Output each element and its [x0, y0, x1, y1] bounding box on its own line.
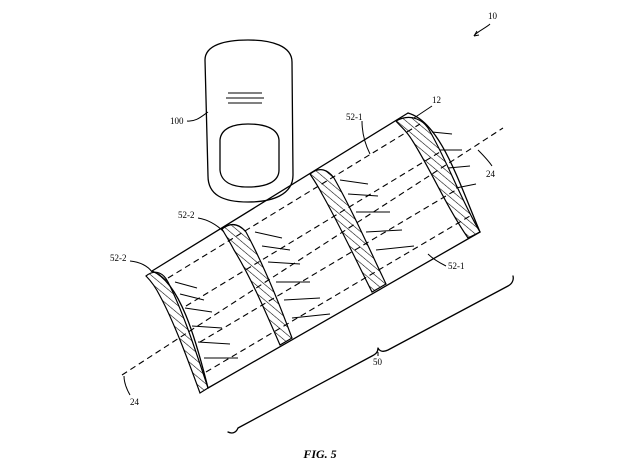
- inner-dashed-lines: [167, 123, 471, 373]
- hatched-band-left-end: [145, 271, 209, 394]
- surface-strokes: [174, 131, 477, 359]
- ref-band-52-1-right: 52-1: [448, 261, 465, 271]
- figure-caption: FIG. 5: [302, 447, 336, 461]
- hatched-band-3: [221, 223, 293, 346]
- finger: [204, 39, 294, 203]
- ref-band-52-1-top: 52-1: [346, 112, 363, 122]
- length-bracket: [227, 275, 514, 434]
- ref-finger-100: 100: [170, 116, 184, 126]
- leader-lines: [123, 23, 493, 396]
- ref-axis-24-top: 24: [486, 169, 496, 179]
- hatched-band-2: [309, 169, 387, 293]
- ref-body-12: 12: [432, 95, 441, 105]
- ref-device-10: 10: [488, 11, 498, 21]
- ref-band-52-2-end: 52-2: [110, 253, 127, 263]
- hatched-band-right-end: [395, 116, 481, 239]
- ref-axis-24-bottom: 24: [130, 397, 140, 407]
- ref-length-50: 50: [373, 357, 383, 367]
- ref-band-52-2-mid: 52-2: [178, 210, 195, 220]
